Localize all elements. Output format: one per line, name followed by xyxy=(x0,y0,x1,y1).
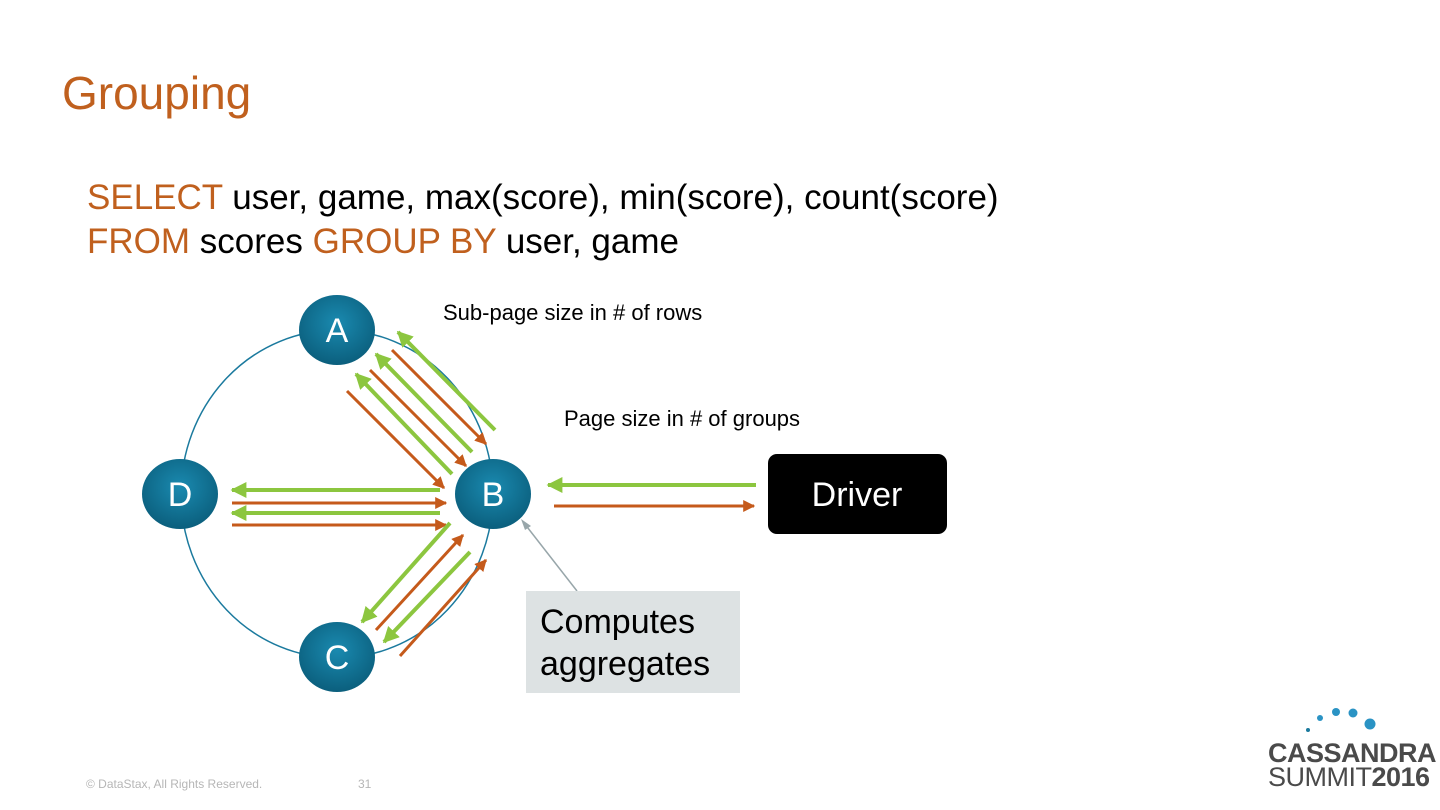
query-select-list: user, game, max(score), min(score), coun… xyxy=(222,178,999,217)
cassandra-summit-logo: CASSANDRA SUMMIT2016 xyxy=(1262,704,1437,794)
callout-pointer-head xyxy=(521,519,531,530)
callout-pointer xyxy=(523,522,578,592)
logo-text-summit-word: SUMMIT xyxy=(1268,762,1372,792)
keyword-group-by: GROUP BY xyxy=(312,222,497,261)
callout-line-1: Computes xyxy=(540,603,695,641)
node-d-label: D xyxy=(168,476,193,514)
subpage-size-label: Sub-page size in # of rows xyxy=(443,300,703,325)
response-arrow-b-to-c xyxy=(360,521,452,624)
logo-text-cassandra: CASSANDRA xyxy=(1268,738,1437,768)
cql-query: SELECT user, game, max(score), min(score… xyxy=(87,176,999,264)
request-arrow-a-to-b xyxy=(345,389,446,490)
node-b: B xyxy=(455,459,531,529)
request-arrow-a-to-b xyxy=(368,368,468,468)
keyword-select: SELECT xyxy=(87,178,223,217)
logo-dots-icon xyxy=(1306,708,1376,732)
request-arrow-a-to-b xyxy=(390,348,488,446)
driver-box: Driver xyxy=(768,454,947,534)
page-size-label: Page size in # of groups xyxy=(564,406,801,431)
driver-label: Driver xyxy=(812,476,903,514)
callout-line-2: aggregates xyxy=(540,645,711,683)
query-group-columns: user, game xyxy=(496,222,679,261)
computes-aggregates-callout: Computes aggregates xyxy=(526,591,740,693)
response-arrow-b-to-a xyxy=(396,330,497,432)
request-arrow-c-to-b xyxy=(374,533,465,632)
footer-page-number: 31 xyxy=(358,777,372,791)
request-arrow-c-to-b xyxy=(398,558,488,658)
response-arrow-b-to-a xyxy=(374,352,474,454)
node-b-label: B xyxy=(482,476,505,514)
query-line-1: SELECT user, game, max(score), min(score… xyxy=(87,176,999,220)
node-c-label: C xyxy=(325,639,350,677)
query-line-2: FROM scores GROUP BY user, game xyxy=(87,220,999,264)
node-a-label: A xyxy=(326,312,349,350)
response-arrow-b-to-c xyxy=(382,550,472,644)
keyword-from: FROM xyxy=(87,222,191,261)
node-d: D xyxy=(142,459,218,529)
node-c: C xyxy=(299,622,375,692)
footer-copyright: © DataStax, All Rights Reserved. xyxy=(86,777,263,791)
response-arrow-b-to-a xyxy=(354,372,454,476)
logo-text-summit: SUMMIT2016 xyxy=(1268,762,1430,793)
query-table: scores xyxy=(190,222,313,261)
node-a: A xyxy=(299,295,375,365)
logo-text-year: 2016 xyxy=(1371,762,1430,792)
slide-title: Grouping xyxy=(62,67,252,119)
